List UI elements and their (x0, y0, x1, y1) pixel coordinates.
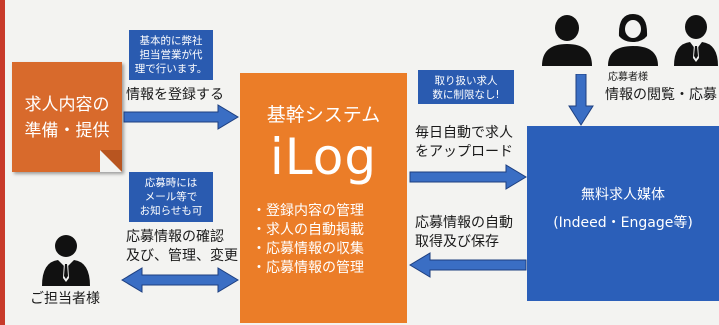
upload-line1: 毎日自動で求人 (415, 124, 513, 143)
note-line: 応募時には (144, 177, 198, 189)
note-email-notify: 応募時には メール等で お知らせも可 (129, 172, 213, 222)
upload-line1b: 求人 (485, 125, 513, 141)
note-line: 理で行います。 (134, 63, 208, 75)
manage-line1: 応募情報の確認 (126, 229, 224, 245)
person-business-icon (674, 15, 718, 66)
browse-apply-label: 情報の閲覧・応募 (605, 87, 717, 103)
register-label: 情報を登録する (126, 87, 224, 103)
arrow-register (123, 104, 239, 130)
arrow-upload (409, 164, 527, 190)
fetch-line2: 取得及び保存 (415, 234, 499, 250)
core-system-box (240, 73, 407, 323)
note-line: 基本的に弊社 (139, 35, 203, 47)
manage-label: 応募情報の確認 及び、管理、変更 (126, 228, 238, 266)
note-line: 担当営業が代 (139, 49, 203, 61)
core-system-title: 基幹システム (266, 104, 381, 126)
note-unlimited: 取り扱い求人 数に制限なし! (418, 70, 514, 104)
upload-line1a: 毎日自動で (415, 125, 485, 141)
person-in-charge-icon (42, 235, 90, 286)
feature-list: ・登録内容の管理 ・求人の自動掲載 ・応募情報の収集 ・応募情報の管理 (252, 202, 407, 278)
person-female-icon (608, 14, 658, 66)
job-content-line1: 求人内容の (24, 95, 110, 115)
manage-line2: 及び、管理、変更 (126, 248, 238, 264)
feature-item: ・応募情報の収集 (252, 241, 364, 257)
free-job-media-title: 無料求人媒体 (581, 187, 665, 203)
person-in-charge-label: ご担当者様 (30, 291, 100, 307)
note-line: 数に制限なし! (432, 89, 500, 101)
person-icon (542, 15, 592, 66)
free-job-media-examples: (Indeed・Engage等) (553, 215, 693, 231)
upload-label: 毎日自動で求人 をアップロード (415, 124, 513, 162)
feature-item: ・登録内容の管理 (252, 203, 364, 219)
page-fold (100, 150, 122, 172)
arrow-fetch (409, 252, 527, 278)
note-line: メール等で (144, 191, 198, 203)
job-content-label: 求人内容の 準備・提供 (14, 92, 120, 144)
arrow-manage-bidirectional (121, 267, 239, 293)
arrow-applicants-down (568, 74, 594, 126)
upload-line2: をアップロード (415, 144, 513, 160)
note-sales-agent: 基本的に弊社 担当営業が代 理で行います。 (129, 30, 213, 80)
fetch-label: 応募情報の自動 取得及び保存 (415, 214, 513, 252)
note-line: 取り扱い求人 (434, 75, 498, 87)
fetch-line1: 応募情報の自動 (415, 215, 513, 231)
applicants-label: 応募者様 (608, 72, 648, 83)
job-content-line2: 準備・提供 (24, 121, 110, 141)
ilog-logo: iLog (269, 128, 378, 186)
left-edge-strip (0, 0, 5, 325)
feature-item: ・求人の自動掲載 (252, 222, 364, 238)
note-line: お知らせも可 (139, 205, 203, 217)
free-job-media-box (527, 126, 719, 301)
feature-item: ・応募情報の管理 (252, 260, 364, 276)
